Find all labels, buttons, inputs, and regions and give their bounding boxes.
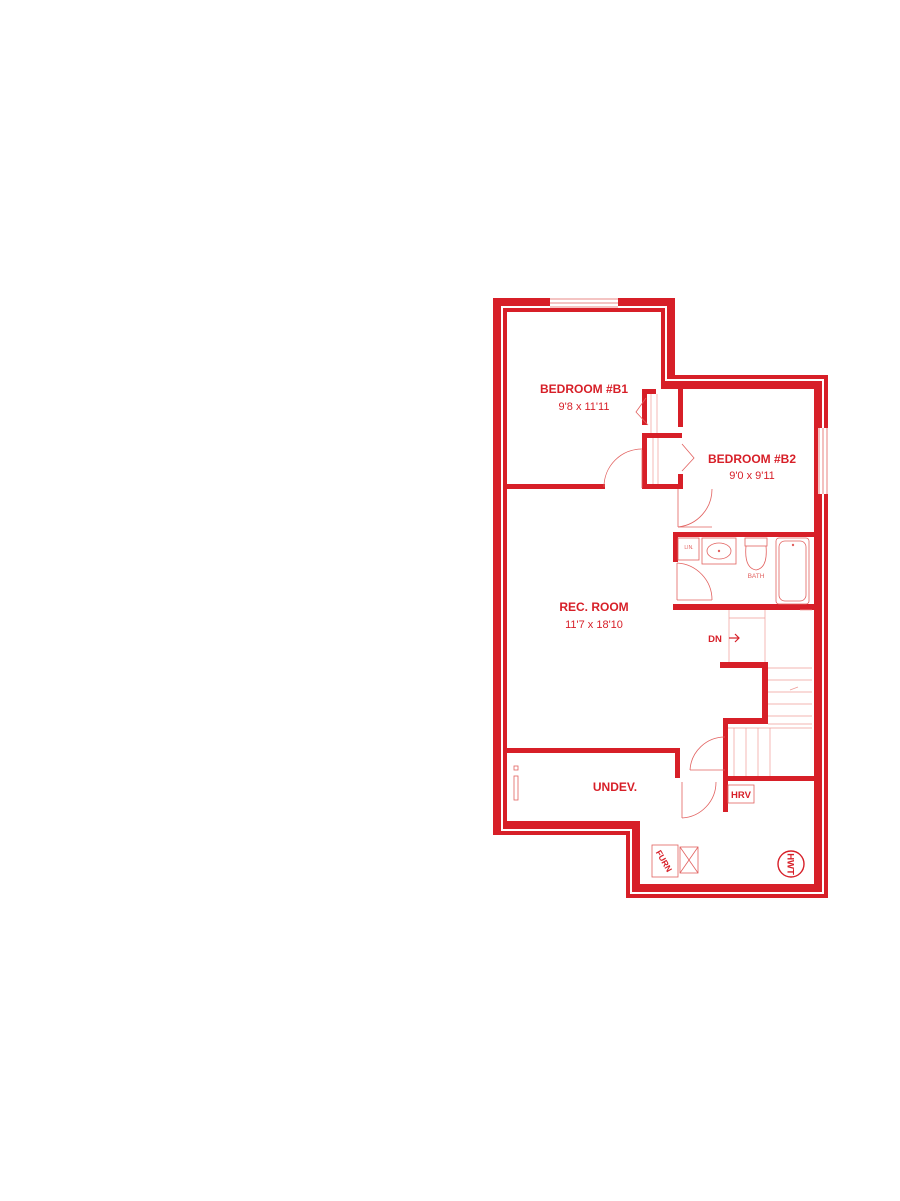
stairs-down-label: DN [708, 634, 722, 645]
door-bedroom-b2[interactable] [677, 488, 713, 528]
door-undev[interactable] [689, 736, 726, 771]
toilet-icon [745, 545, 767, 571]
sink-icon [706, 542, 732, 560]
bath-label: BATH [748, 573, 765, 580]
undev-name: UNDEV. [593, 780, 637, 794]
hrv-unit [727, 784, 755, 804]
window-top [550, 298, 618, 308]
bedroom-b2-name: BEDROOM #B2 [708, 452, 796, 466]
furnace [651, 844, 699, 878]
linen-cabinet [677, 537, 700, 561]
hwt-tank [777, 850, 805, 878]
doors [603, 394, 726, 819]
furn-label: FURN [654, 848, 674, 873]
window-right [818, 428, 828, 494]
hwt-label: HWT [785, 853, 796, 875]
bath-fixtures [677, 537, 810, 605]
bedroom-b1-name: BEDROOM #B1 [540, 382, 628, 396]
door-closet-b2[interactable] [652, 438, 695, 484]
hrv-label: HRV [731, 790, 752, 801]
bedroom-b2-dims: 9'0 x 9'11 [729, 470, 775, 482]
door-closet-b1[interactable] [635, 394, 658, 433]
arrow-right-icon [729, 633, 740, 643]
vanity [701, 537, 737, 565]
rec-room-name: REC. ROOM [559, 600, 628, 614]
door-bath[interactable] [676, 562, 713, 601]
toilet-tank [744, 537, 768, 547]
door-bedroom-b1[interactable] [603, 448, 643, 488]
linen-label: LIN. [684, 545, 693, 551]
door-mechanical[interactable] [681, 781, 717, 819]
bathtub-icon [775, 537, 810, 605]
bedroom-b1-dims: 9'8 x 11'11 [559, 401, 610, 413]
interior-walls [507, 389, 814, 812]
rec-room-dims: 11'7 x 18'10 [565, 619, 623, 631]
stairs [728, 609, 812, 776]
undev-fixture [513, 765, 519, 801]
exterior-walls [493, 298, 828, 898]
